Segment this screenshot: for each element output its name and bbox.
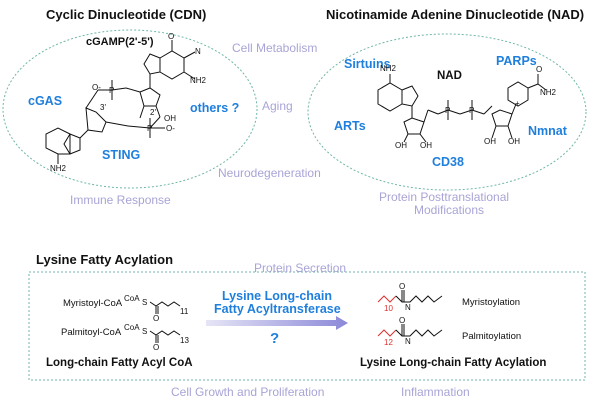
nad-p-1: P <box>445 106 451 115</box>
lfa-box <box>28 271 586 381</box>
immune-response-label: Immune Response <box>70 193 171 207</box>
cd38-label: CD38 <box>432 155 464 169</box>
ptm-label-line2: Modifications <box>414 203 485 217</box>
cell-growth-label: Cell Growth and Proliferation <box>171 385 325 399</box>
cgamp-n: N <box>195 47 201 56</box>
nad-o-amide: O <box>536 65 543 74</box>
cgamp-oh: OH <box>164 114 176 123</box>
nad-oh-2: OH <box>420 141 432 150</box>
inflammation-label: Inflammation <box>401 385 470 399</box>
palmitoylation-sub: 12 <box>384 338 393 347</box>
cgamp-structure <box>45 40 196 164</box>
sting-label: STING <box>102 148 141 162</box>
reaction-arrow <box>206 316 348 330</box>
sirtuins-label: Sirtuins <box>344 57 391 71</box>
nad-label: NAD <box>437 70 462 82</box>
myristoyl-sub: 11 <box>180 307 189 316</box>
cgamp-nh2-top: NH2 <box>190 76 207 85</box>
acyl-coa-structures <box>149 301 181 343</box>
myristoylation-label: Myristoylation <box>462 297 521 308</box>
myristoylation-o: O <box>399 282 406 291</box>
myristoyl-o: O <box>153 314 160 323</box>
myristoyl-coa-group: CoA <box>124 294 140 303</box>
cell-metabolism-label: Cell Metabolism <box>232 41 318 55</box>
myristoyl-coa-label: Myristoyl-CoA <box>63 298 123 309</box>
arts-label: ARTs <box>334 119 366 133</box>
nmnat-label: Nmnat <box>528 124 567 138</box>
acyl-coa-label: Long-chain Fatty Acyl CoA <box>46 357 193 369</box>
cgamp-p-1: P <box>109 86 115 95</box>
cgamp-3prime: 3' <box>100 103 106 112</box>
palmitoyl-coa-group: CoA <box>124 323 140 332</box>
palmitoyl-sub: 13 <box>180 336 189 345</box>
cgamp-nh2-bottom: NH2 <box>50 164 67 173</box>
nad-nh2-right: NH2 <box>540 88 557 97</box>
cdn-ellipse <box>2 29 258 189</box>
nad-oh-1: OH <box>395 141 407 150</box>
ptm-label-line1: Protein Posttranslational <box>379 190 510 204</box>
nad-oh-3: OH <box>484 137 496 146</box>
enzyme-label-line1: Lysine Long-chain <box>222 289 332 303</box>
nad-oh-4: OH <box>508 137 520 146</box>
palmitoyl-o: O <box>153 343 160 352</box>
palmitoyl-coa-label: Palmitoyl-CoA <box>61 327 122 338</box>
palmitoyl-s: S <box>142 327 148 336</box>
nad-nh2-left: NH2 <box>380 64 397 73</box>
nad-structure <box>377 74 547 143</box>
enzyme-question: ? <box>270 330 280 347</box>
cgamp-2prime: 2' <box>150 108 156 117</box>
nad-n-plus: + <box>515 99 520 108</box>
product-structures <box>377 290 443 337</box>
cgamp-om-1: O- <box>92 83 101 92</box>
cgamp-label: cGAMP(2'-5') <box>86 36 154 48</box>
nad-title: Nicotinamide Adenine Dinucleotide (NAD) <box>326 7 585 22</box>
myristoylation-n: N <box>405 303 411 312</box>
cgamp-o-top: O <box>168 32 175 41</box>
palmitoylation-n: N <box>405 337 411 346</box>
cgamp-p-2: P <box>147 124 153 133</box>
palmitoylation-label: Palmitoylation <box>462 331 522 342</box>
nad-ellipse <box>307 33 587 191</box>
palmitoylation-o: O <box>399 316 406 325</box>
parps-label: PARPs <box>496 54 537 68</box>
lfa-title: Lysine Fatty Acylation <box>36 252 174 267</box>
cgamp-om-2: O- <box>166 124 175 133</box>
myristoylation-sub: 10 <box>384 304 393 313</box>
aging-label: Aging <box>262 99 293 113</box>
cgas-label: cGAS <box>28 94 63 108</box>
neurodegeneration-label: Neurodegeneration <box>218 166 321 180</box>
myristoyl-s: S <box>142 298 148 307</box>
protein-secretion-label: Protein Secretion <box>254 261 347 275</box>
product-label: Lysine Long-chain Fatty Acylation <box>360 357 547 369</box>
others-label: others ? <box>190 101 240 115</box>
enzyme-label-line2: Fatty Acyltransferase <box>214 302 341 316</box>
cdn-title: Cyclic Dinucleotide (CDN) <box>46 7 207 22</box>
nad-p-2: P <box>469 106 475 115</box>
